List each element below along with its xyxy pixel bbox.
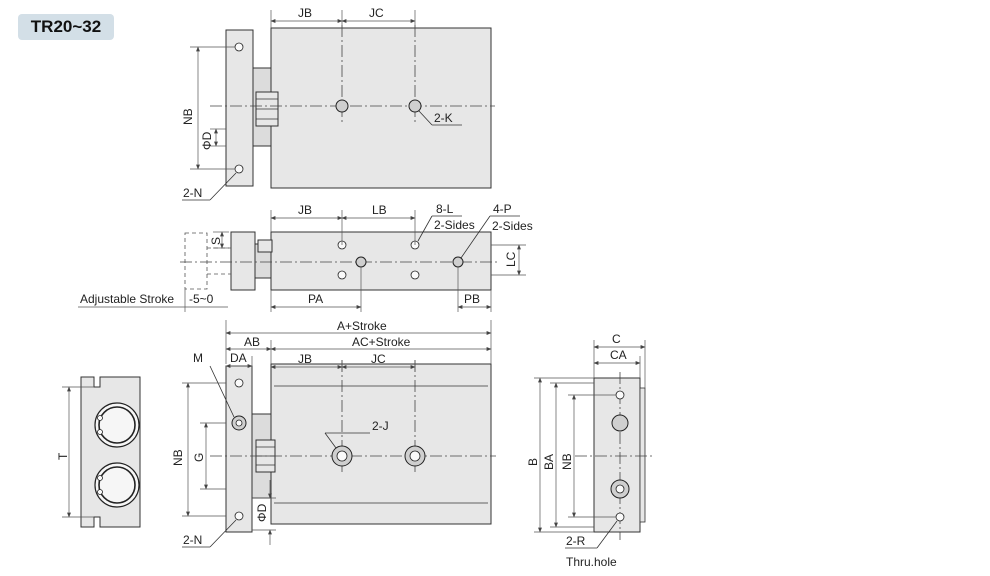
front-view-plate-hole-top: [234, 378, 244, 388]
right-view-ca-label: CA: [610, 348, 627, 362]
top-view-2k-label: 2-K: [434, 111, 453, 125]
side-view-8l-sides-label: 2-Sides: [434, 218, 475, 232]
right-view-c-label: C: [612, 332, 621, 346]
model-title-badge: TR20~32: [18, 14, 114, 40]
side-view-hole-l2: [337, 270, 347, 280]
front-view-da-label: DA: [230, 351, 247, 365]
front-view-2j-label: 2-J: [372, 419, 389, 433]
side-view-8l-label: 8-L: [436, 202, 454, 216]
front-view-2n-label: 2-N: [183, 533, 202, 547]
right-view: C CA B BA NB 2-R Thru.hole: [526, 332, 655, 569]
top-view: JB JC NB ΦD 2-K 2-N: [181, 6, 495, 201]
side-view-pb-label: PB: [464, 292, 480, 306]
top-view-plate-hole-bottom: [234, 164, 244, 174]
front-view-phid-label: ΦD: [255, 503, 269, 522]
end-view-bore-bottom: [94, 462, 140, 508]
front-view-g-label: G: [192, 453, 206, 462]
front-view-a-stroke-label: A+Stroke: [337, 319, 387, 333]
top-view-hole-1: [335, 99, 349, 113]
right-view-ba-label: BA: [542, 454, 556, 470]
side-view-hole-p2: [452, 256, 464, 268]
side-view: JB LB 8-L 2-Sides 4-P 2-Sides LC S PA PB…: [78, 202, 533, 312]
front-view: A+Stroke AC+Stroke AB DA JB JC M NB G ΦD…: [171, 319, 496, 548]
top-view-hole-2: [408, 99, 422, 113]
adjustable-stroke-label: Adjustable Stroke: [80, 292, 174, 306]
top-view-2n-label: 2-N: [183, 186, 202, 200]
side-view-nut: [257, 239, 273, 253]
top-view-jc-label: JC: [369, 6, 384, 20]
side-view-pa-label: PA: [308, 292, 323, 306]
side-view-hole-l4: [410, 270, 420, 280]
adjustable-stroke-range: -5~0: [189, 292, 214, 306]
front-view-nb-label: NB: [171, 449, 185, 466]
top-view-body: [270, 27, 492, 189]
end-view-bore-top: [94, 402, 140, 448]
front-view-ab-label: AB: [244, 335, 260, 349]
side-view-hole-p1: [355, 256, 367, 268]
model-title: TR20~32: [30, 17, 102, 36]
right-view-hole-mid: [611, 414, 629, 432]
end-view: T: [56, 376, 141, 528]
right-view-thru-hole-label: Thru.hole: [566, 555, 617, 569]
right-view-hole-top: [615, 390, 625, 400]
front-view-jb-label: JB: [298, 352, 312, 366]
right-view-body: [593, 377, 641, 533]
right-view-hole-bottom: [615, 512, 625, 522]
top-view-plate: [225, 29, 254, 187]
top-view-jb-label: JB: [298, 6, 312, 20]
right-view-2r-label: 2-R: [566, 534, 586, 548]
front-view-plate: [225, 365, 253, 533]
top-view-plate-hole-top: [234, 42, 244, 52]
end-view-t-label: T: [56, 452, 70, 460]
right-view-nb-label: NB: [560, 453, 574, 470]
side-view-adjust-ghost: [184, 232, 208, 290]
top-view-phid-label: ΦD: [200, 131, 214, 150]
front-view-jc-label: JC: [371, 352, 386, 366]
front-view-body: [270, 363, 492, 525]
right-view-b-label: B: [526, 458, 540, 466]
side-view-lb-label: LB: [372, 203, 387, 217]
front-view-ac-stroke-label: AC+Stroke: [352, 335, 411, 349]
side-view-jb-label: JB: [298, 203, 312, 217]
side-view-lc-label: LC: [504, 251, 518, 267]
front-view-m-label: M: [193, 351, 203, 365]
side-view-4p-sides-label: 2-Sides: [492, 219, 533, 233]
front-view-plate-hole-bottom: [234, 511, 244, 521]
side-view-4p-label: 4-P: [493, 202, 512, 216]
top-view-nb-label: NB: [181, 108, 195, 125]
side-view-s-label: S: [209, 237, 223, 245]
side-view-plate: [230, 231, 256, 291]
